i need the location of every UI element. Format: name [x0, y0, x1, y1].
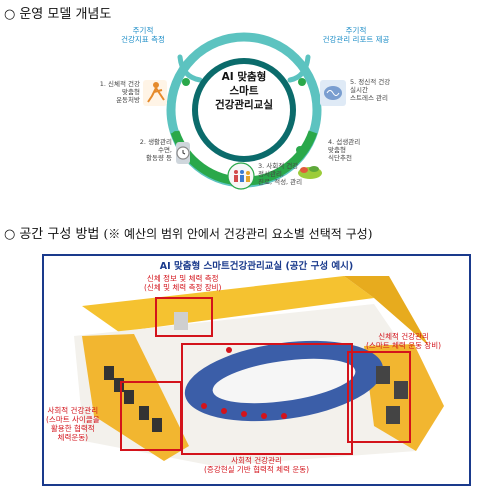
- section1-heading: ○운영 모델 개념도: [4, 3, 111, 22]
- center-title: AI 맞춤형 스마트 건강관리교실: [204, 70, 284, 112]
- center-hub-inner: [198, 64, 290, 156]
- node-2-sub-1: 수면,: [157, 146, 172, 154]
- callout-social-bottom: 사회적 건강관리 (증강현실 기반 협력적 체력 운동): [204, 456, 309, 474]
- callout-physical-line-2: (스마트 체력 운동 장비): [366, 341, 442, 350]
- node-2-sub-2: 활동량 등: [146, 154, 172, 162]
- bike-2: [114, 378, 124, 392]
- track-infield: [212, 358, 356, 404]
- callout-social-left-line-2: (스마트 사이클을: [46, 415, 100, 424]
- callout-body-measure-line-2: (신체 및 체력 측정 장비): [144, 283, 222, 292]
- zone-physical: [347, 351, 411, 443]
- machine-3: [386, 406, 400, 424]
- operation-model-diagram: AI 맞춤형 스마트 건강관리교실 주기적 건강지표 측정 주기적 건강관리 리…: [0, 22, 479, 202]
- machine-2: [394, 381, 408, 399]
- node-1-sub-1: 맞춤형: [122, 88, 140, 96]
- callout-social-left-line-3: 활용한 협력적: [50, 424, 95, 433]
- diagram-graphic: [143, 32, 346, 190]
- runner-2: [201, 403, 207, 409]
- brain-icon: [320, 80, 346, 106]
- family-icon: [227, 162, 255, 190]
- node-5-title: 5. 정신적 건강: [350, 78, 391, 86]
- node-3-sub-1: 정서관리,: [258, 170, 284, 178]
- bullet-circle-icon: ○: [4, 227, 16, 242]
- node-dot-4: [296, 146, 304, 154]
- center-line-1: AI 맞춤형: [221, 71, 267, 83]
- callout-body-measure-line-1: 신체 정보 및 체력 측정: [146, 274, 219, 283]
- runner-3: [221, 408, 227, 414]
- node-dot-5: [298, 78, 306, 86]
- classroom-illustration: AI 맞춤형 스마트건강관리교실 (공간 구성 예시) 신체 정보 및 체력 측…: [42, 254, 471, 486]
- node-5-sub-2: 스트레스 관리: [350, 94, 388, 102]
- center-line-3: 건강관리교실: [215, 99, 273, 111]
- periodic-right-line-1: 주기적: [345, 26, 367, 35]
- periodic-left-line-2: 건강지표 측정: [121, 35, 165, 44]
- node-3-title: 3. 사회적 건강: [258, 162, 299, 170]
- runner-icon: [143, 80, 167, 106]
- node-2-label: 2. 생활관리 수면, 활동량 등: [118, 138, 172, 162]
- callout-social-left-line-4: 체력운동): [57, 433, 89, 442]
- node-4-title: 4. 섭생관리: [328, 138, 361, 146]
- node-1-sub-2: 운동처방: [116, 96, 140, 104]
- periodic-left-line-1: 주기적: [132, 26, 154, 35]
- runner-6: [281, 413, 287, 419]
- runner-1: [226, 347, 232, 353]
- node-3-sub-2: 진로, 적성, 관리: [258, 178, 303, 186]
- node-1-label: 1. 신체적 건강 맞춤형 운동처방: [88, 80, 140, 104]
- callout-physical-line-1: 신체적 건강관리: [378, 332, 429, 341]
- periodic-report-label: 주기적 건강관리 리포트 제공: [306, 26, 406, 44]
- callout-social-bottom-line-2: (증강현실 기반 협력적 체력 운동): [204, 465, 310, 474]
- right-wall: [344, 276, 429, 346]
- bullet-circle-icon: ○: [4, 7, 16, 22]
- callout-physical: 신체적 건강관리 (스마트 체력 운동 장비): [366, 332, 441, 350]
- zone-ar-exercise: [181, 343, 353, 455]
- node-2-title: 2. 생활관리: [139, 138, 172, 146]
- bike-3: [124, 390, 134, 404]
- callout-social-left-line-1: 사회적 건강관리: [47, 406, 99, 415]
- section2-note: (※ 예산의 범위 안에서 건강관리 요소별 선택적 구성): [103, 227, 373, 241]
- bike-5: [152, 418, 162, 432]
- periodic-right-line-2: 건강관리 리포트 제공: [322, 35, 390, 44]
- node-4-label: 4. 섭생관리 맞춤형 식단추천: [328, 138, 378, 162]
- bike-4: [139, 406, 149, 420]
- periodic-measure-label: 주기적 건강지표 측정: [108, 26, 178, 44]
- bike-1: [104, 366, 114, 380]
- callout-body-measure: 신체 정보 및 체력 측정 (신체 및 체력 측정 장비): [144, 274, 222, 292]
- callout-social-bottom-line-1: 사회적 건강관리: [231, 456, 282, 465]
- node-dot-2: [172, 131, 180, 139]
- room-title: AI 맞춤형 스마트건강관리교실 (공간 구성 예시): [159, 261, 354, 272]
- section1-title: 운영 모델 개념도: [19, 7, 112, 22]
- section2-heading: ○공간 구성 방법 (※ 예산의 범위 안에서 건강관리 요소별 선택적 구성): [4, 223, 372, 242]
- left-wall-block: [82, 334, 189, 461]
- watch-icon: [176, 142, 190, 164]
- node-3-label: 3. 사회적 건강 정서관리, 진로, 적성, 관리: [258, 162, 318, 186]
- vegetables-icon: [298, 166, 322, 179]
- measurement-kiosk: [174, 312, 188, 330]
- runner-4: [241, 411, 247, 417]
- zone-measurement: [155, 297, 213, 337]
- node-dot-1: [182, 78, 190, 86]
- node-5-sub-1: 실시간: [350, 86, 368, 94]
- machine-1: [376, 366, 390, 384]
- callout-social-left: 사회적 건강관리 (스마트 사이클을 활용한 협력적 체력운동): [46, 406, 100, 442]
- classroom-graphic: [74, 276, 444, 466]
- node-4-sub-1: 맞춤형: [328, 146, 346, 154]
- runner-5: [261, 413, 267, 419]
- node-5-label: 5. 정신적 건강 실시간 스트레스 관리: [350, 78, 410, 102]
- section2-title: 공간 구성 방법: [19, 227, 100, 242]
- node-4-sub-2: 식단추천: [328, 154, 352, 162]
- node-1-title: 1. 신체적 건강: [99, 80, 140, 88]
- center-line-2: 스마트: [229, 85, 259, 97]
